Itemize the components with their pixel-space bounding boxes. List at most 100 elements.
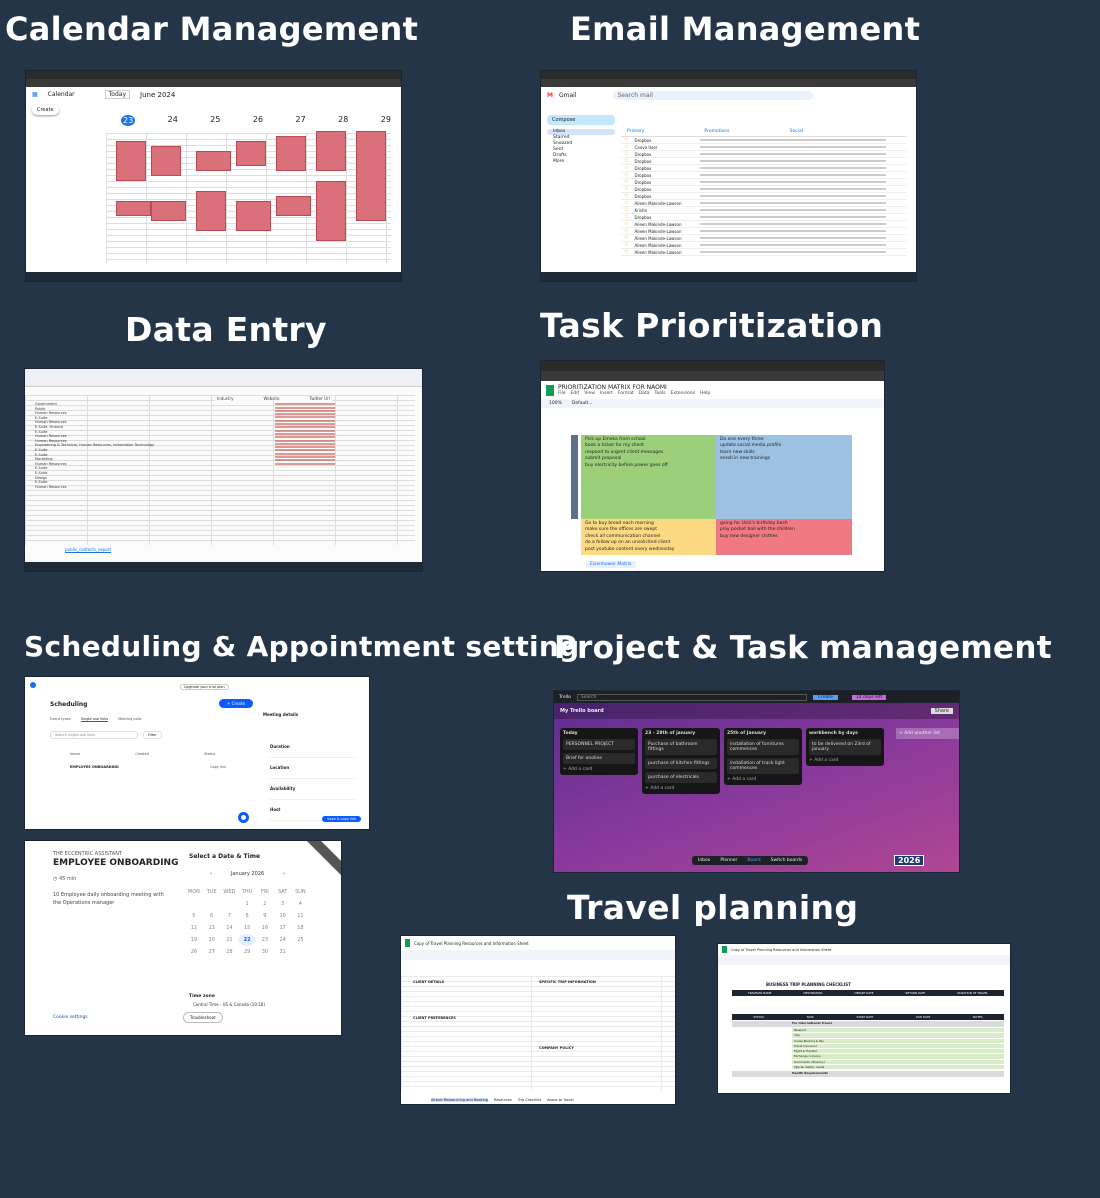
calendar-event[interactable] (316, 181, 346, 241)
day-cell[interactable]: 17 (279, 925, 286, 931)
email-row[interactable]: ☆Dropbox (621, 137, 906, 144)
day-number[interactable]: 28 (338, 115, 349, 124)
upgrade-button[interactable]: Upgrade your trial plan (180, 684, 229, 690)
cookie-settings-link[interactable]: Cookie settings (53, 1015, 88, 1020)
folder-sent[interactable]: Sent (553, 147, 564, 152)
calendar-event[interactable] (236, 141, 266, 166)
search-mail-input[interactable]: Search mail (612, 91, 813, 100)
calendar-event[interactable] (236, 201, 271, 231)
day-cell[interactable]: 21 (226, 937, 233, 943)
day-cell[interactable]: 26 (190, 949, 198, 955)
trello-card[interactable]: to be delivered on 23rd of january (809, 739, 881, 755)
email-row[interactable]: ☆Aileen Makinde-Lawson (621, 228, 906, 235)
prev-month-button[interactable]: ‹ (210, 871, 212, 877)
create-button[interactable]: Create (812, 694, 838, 700)
day-cell[interactable]: 16 (261, 925, 269, 931)
email-row[interactable]: ☆Dropbox (621, 165, 906, 172)
today-button[interactable]: Today (104, 90, 131, 99)
event-name[interactable]: EMPLOYEE ONBOARDING (70, 765, 119, 769)
list-title[interactable]: 25th of January (727, 731, 767, 736)
zoom-select[interactable]: 100% (549, 401, 562, 406)
nav-planner[interactable]: Planner (720, 858, 738, 863)
menu-format[interactable]: Format (617, 391, 634, 396)
day-cell[interactable]: 3 (281, 901, 285, 907)
trello-card[interactable]: Brief for onoline (563, 753, 635, 764)
calendar-event[interactable] (196, 191, 226, 231)
field-location[interactable]: Location (270, 758, 355, 779)
save-copy-link-button[interactable]: Save & copy link (322, 816, 362, 822)
email-row[interactable]: ☆Dropbox (621, 179, 906, 186)
tab-2[interactable]: Meeting polls (118, 717, 142, 721)
star-icon[interactable]: ☆ (624, 228, 629, 234)
cell-link[interactable] (275, 446, 335, 449)
star-icon[interactable]: ☆ (624, 235, 629, 241)
font-select[interactable]: Default... (571, 401, 593, 406)
add-card-button[interactable]: + Add a card (563, 767, 593, 772)
filter-button[interactable]: Filter (143, 731, 162, 739)
cell-link[interactable] (275, 432, 335, 435)
email-row[interactable]: ☆Aileen Makinde-Lawson (621, 249, 906, 256)
calendar-event[interactable] (151, 146, 181, 176)
day-cell[interactable]: 1 (245, 901, 249, 907)
day-cell[interactable]: 13 (208, 925, 215, 931)
day-number[interactable]: 24 (167, 115, 178, 124)
star-icon[interactable]: ☆ (624, 158, 629, 164)
email-row[interactable]: ☆Dropbox (621, 186, 906, 193)
star-icon[interactable]: ☆ (624, 186, 629, 192)
day-number[interactable]: 29 (380, 115, 391, 124)
day-cell[interactable]: 6 (210, 913, 214, 919)
timezone-select[interactable]: Central Time - US & Canada (10:18) (193, 1002, 265, 1007)
star-icon[interactable]: ☆ (624, 242, 629, 248)
calendar-event[interactable] (196, 151, 231, 171)
folder-more[interactable]: More (553, 159, 565, 164)
cell-link[interactable] (275, 429, 335, 432)
day-number[interactable]: 27 (295, 115, 306, 124)
cell-link[interactable] (275, 426, 335, 429)
menu-edit[interactable]: Edit (570, 391, 580, 396)
search-input[interactable]: Search (576, 693, 807, 701)
day-cell[interactable]: 31 (279, 949, 286, 955)
day-cell[interactable]: 10 (279, 913, 286, 919)
folder-snoozed[interactable]: Snoozed (553, 141, 573, 146)
cell-link[interactable] (275, 403, 335, 406)
day-cell[interactable]: 4 (298, 901, 302, 907)
trello-card[interactable]: installation of track light commences (727, 758, 799, 774)
day-cell[interactable]: 25 (297, 937, 304, 943)
email-row[interactable]: ☆Canva User (621, 144, 906, 151)
field-host[interactable]: Host (270, 800, 355, 821)
trello-card[interactable]: PERSONNEL PROJECT (563, 739, 635, 750)
sheet-tab-eisenhower[interactable]: Eisenhower Matrix (586, 561, 636, 568)
calendar-event[interactable] (276, 136, 306, 171)
star-icon[interactable]: ☆ (624, 172, 629, 178)
day-cell[interactable]: 24 (279, 937, 286, 943)
list-title[interactable]: 23 - 28th of january (645, 731, 696, 736)
tab-promotions[interactable]: Promotions (704, 129, 730, 134)
help-icon[interactable] (238, 812, 249, 823)
star-icon[interactable]: ☆ (624, 151, 629, 157)
trello-card[interactable]: Purchase of bathroom fittings (645, 739, 717, 755)
email-row[interactable]: ☆Dropbox (621, 158, 906, 165)
star-icon[interactable]: ☆ (624, 144, 629, 150)
email-row[interactable]: ☆Dropbox (621, 214, 906, 221)
board-title[interactable]: My Trello board (560, 708, 604, 714)
cell-link[interactable] (275, 456, 335, 459)
cell-link[interactable] (275, 436, 335, 439)
day-number[interactable]: 23 (121, 115, 136, 126)
day-cell[interactable]: 11 (297, 913, 304, 919)
star-icon[interactable]: ☆ (624, 200, 629, 206)
day-cell[interactable]: 29 (243, 949, 251, 955)
list-title[interactable]: workbench by days (809, 731, 858, 736)
cell-link[interactable] (275, 409, 335, 412)
day-cell[interactable]: 28 (226, 949, 233, 955)
nav-board[interactable]: Board (747, 858, 761, 863)
compose-button[interactable]: Compose (547, 115, 615, 125)
star-icon[interactable]: ☆ (624, 207, 629, 213)
cell-link[interactable] (275, 406, 335, 409)
calendar-event[interactable] (116, 201, 151, 216)
day-cell[interactable]: 27 (208, 949, 215, 955)
add-card-button[interactable]: + Add a card (809, 758, 839, 763)
nav-inbox[interactable]: Inbox (698, 858, 711, 863)
menu-view[interactable]: View (584, 391, 595, 396)
folder-inbox[interactable]: Inbox (547, 129, 615, 135)
day-number[interactable]: 26 (252, 115, 264, 124)
